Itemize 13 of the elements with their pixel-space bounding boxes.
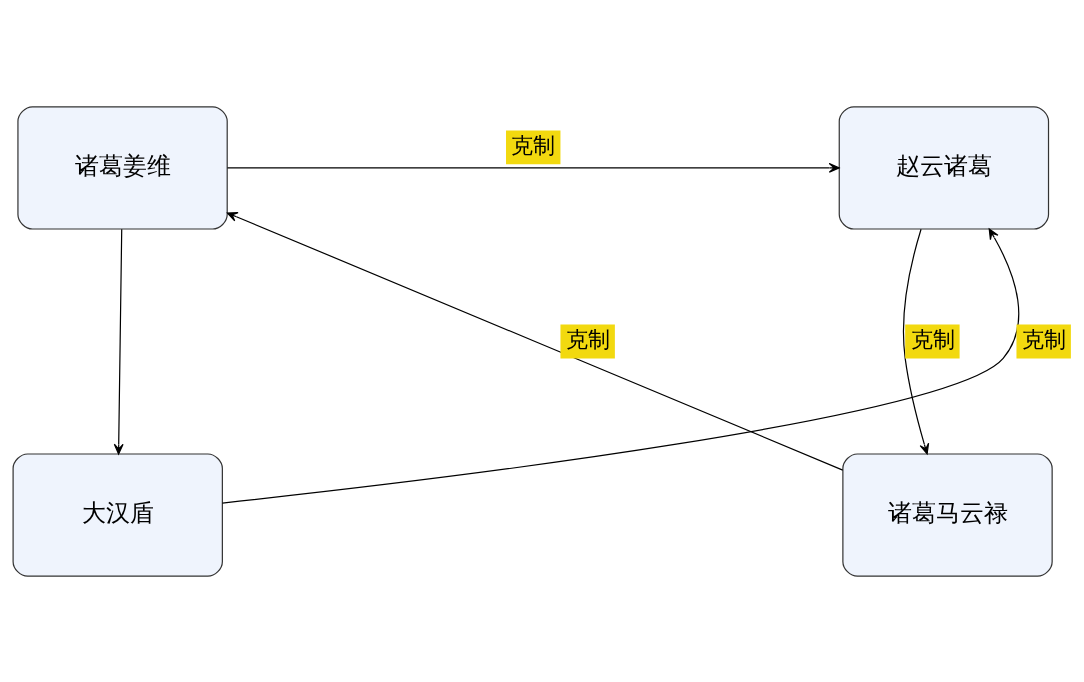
edge-label: 克制 <box>565 326 610 352</box>
node-box: 诸葛姜维 <box>17 105 228 230</box>
edge-label: 克制 <box>511 132 556 158</box>
node-box: 赵云诸葛 <box>838 105 1050 230</box>
edge-label: 克制 <box>1021 326 1066 352</box>
node-box: 诸葛马云禄 <box>842 452 1053 577</box>
arrow <box>226 162 840 173</box>
node-box: 大汉盾 <box>12 452 223 577</box>
arrow <box>902 228 930 454</box>
arrow <box>226 211 844 471</box>
edge-label: 克制 <box>910 326 955 352</box>
arrow <box>221 227 1020 504</box>
arrow <box>113 228 124 455</box>
